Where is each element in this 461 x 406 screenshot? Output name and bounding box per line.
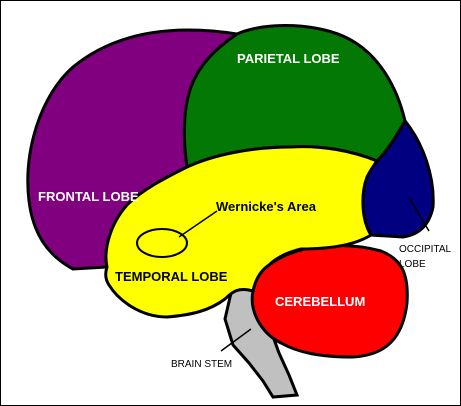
occipital-lobe-label-line2: LOBE xyxy=(399,259,426,270)
parietal-lobe-label: PARIETAL LOBE xyxy=(237,51,340,66)
cerebellum-label: CEREBELLUM xyxy=(275,294,365,309)
brain-stem-label: BRAIN STEM xyxy=(171,359,232,370)
wernicke-area-label: Wernicke's Area xyxy=(216,199,317,214)
occipital-lobe-label-line1: OCCIPITAL xyxy=(399,244,451,255)
temporal-lobe-label: TEMPORAL LOBE xyxy=(115,269,228,284)
frontal-lobe-label: FRONTAL LOBE xyxy=(38,189,139,204)
